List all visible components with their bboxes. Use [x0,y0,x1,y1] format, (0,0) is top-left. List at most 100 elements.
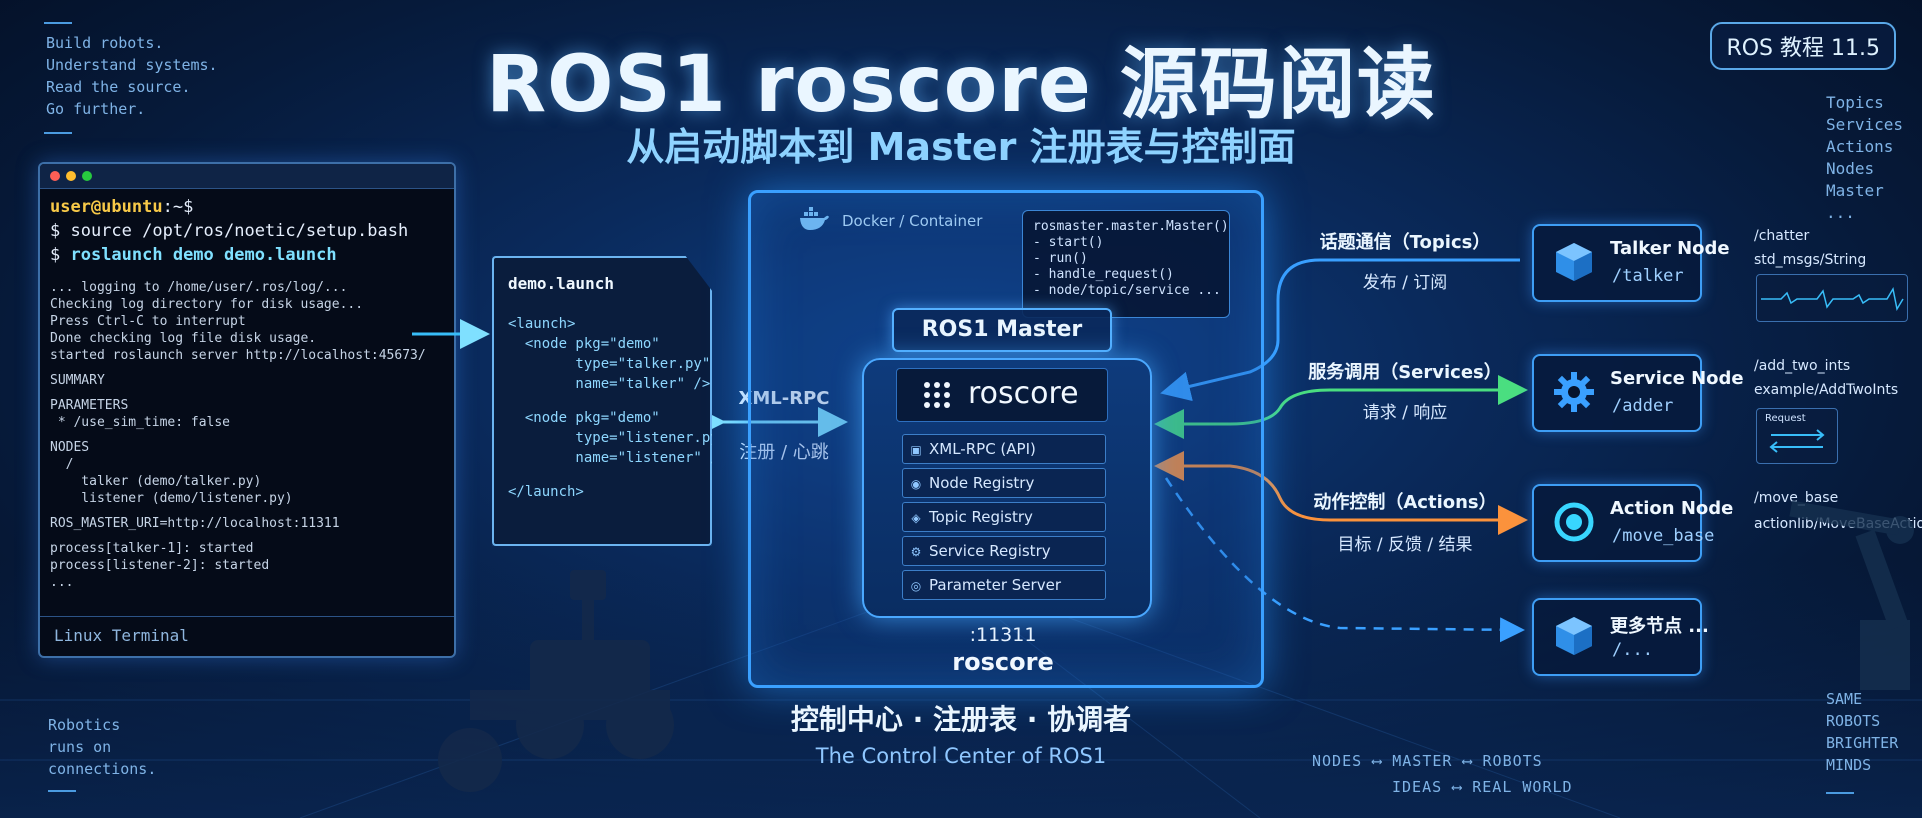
registry-service: ⚙Service Registry [902,536,1106,566]
divider [44,22,72,24]
terminal-output-line: NODES [50,440,90,455]
service-name: /add_two_ints [1754,358,1851,374]
ring-icon [1554,502,1594,542]
note-line: Nodes [1826,159,1875,178]
terminal-output-line: started roslaunch server http://localhos… [50,348,426,363]
actions-sub-label: 目标 / 反馈 / 结果 [1337,535,1473,555]
xmlrpc-label: XML-RPC [738,388,830,409]
launch-code-line: <launch> [508,316,576,332]
ros-master-title: ROS1 Master [892,308,1112,352]
note-line: Services [1826,115,1904,134]
note-line: ROBOTS [1826,712,1881,730]
master-port: :11311 [969,624,1037,646]
master-class-code-box: rosmaster.master.Master()- start()- run(… [1022,210,1230,318]
top-right-notes: Topics Services Actions Nodes Master ... [1826,92,1903,224]
roscore-bottom-label: roscore [952,648,1054,676]
note-line: runs on [48,738,112,756]
request-label: Request [1765,413,1806,424]
more-nodes-card: 更多节点 ... /... [1532,598,1709,676]
top-left-notes: Build robots. Understand systems. Read t… [46,32,218,120]
node-path: /move_base [1612,526,1715,546]
terminal-output-line: ... logging to /home/user/.ros/log/... [50,280,348,295]
terminal-output-line [50,364,444,372]
topics-label: 话题通信（Topics） [1319,232,1491,253]
action-node-card: Action Node /move_base [1532,484,1733,562]
registry-node: ◉Node Registry [902,468,1106,498]
xmlrpc-sub-label: 注册 / 心跳 [739,442,829,463]
service-icon: ⚙ [910,545,922,559]
terminal-output-line: ... [50,575,74,590]
note-line: Go further. [46,100,146,118]
topic-icon: ◈ [911,511,921,525]
node-path: /... [1612,640,1653,660]
registry-xmlrpc-api: ▣XML-RPC (API) [902,434,1106,464]
code-line: - start() [1033,235,1104,250]
services-sub-label: 请求 / 响应 [1362,403,1448,423]
terminal-output-line: listener (demo/listener.py) [50,491,293,506]
registry-label: Topic Registry [929,508,1033,526]
registry-topic: ◈ Topic Registry [902,502,1106,532]
code-line: - run() [1033,251,1088,266]
tutorial-badge: ROS 教程 11.5 [1710,22,1896,70]
command-prefix: $ [50,245,71,265]
docker-label: Docker / Container [842,212,983,230]
docker-whale-icon [798,206,830,232]
parameter-icon: ◎ [910,579,922,593]
topics-sub-label: 发布 / 订阅 [1362,273,1448,293]
terminal-output-line: / [50,457,74,472]
note-line: BRIGHTER [1826,734,1899,752]
launch-code-line: name="talker" /> [508,376,711,392]
terminal-body: user@ubuntu:~$ $ source /opt/ros/noetic/… [40,189,454,591]
node-path: /talker [1612,266,1684,286]
linux-terminal-window: user@ubuntu:~$ $ source /opt/ros/noetic/… [38,162,456,658]
action-name: /move_base [1754,490,1839,506]
terminal-titlebar [40,164,454,189]
terminal-output-line: Press Ctrl-C to interrupt [50,314,246,329]
cube-icon [1556,243,1592,281]
bottom-right-notes: SAME ROBOTS BRIGHTER MINDS [1826,688,1898,776]
command-line: $ source /opt/ros/noetic/setup.bash [50,221,409,241]
terminal-output-line: ROS_MASTER_URI=http://localhost:11311 [50,516,340,531]
close-dot-icon [50,171,60,181]
terminal-output-line: process[listener-2]: started [50,558,270,573]
launch-code-line: name="listener" /> [508,450,728,466]
roscore-header-box [896,368,1108,422]
topic-type: std_msgs/String [1754,252,1867,268]
page-subtitle: 从启动脚本到 Master 注册表与控制面 [626,125,1296,169]
launch-code-line: type="listener.py" [508,430,728,446]
registry-label: Node Registry [929,474,1035,492]
bottom-motto-line-2: IDEAS ⟷ REAL WORLD [1392,778,1573,796]
terminal-footer-label: Linux Terminal [54,626,189,645]
waveform-icon [1761,286,1904,312]
service-type: example/AddTwoInts [1754,382,1899,398]
topic-name: /chatter [1754,228,1810,244]
node-path: /adder [1612,396,1674,416]
terminal-output-line: talker (demo/talker.py) [50,474,262,489]
launch-code: <launch> <node pkg="demo" type="talker.p… [508,314,728,502]
code-line: - node/topic/service ... [1033,283,1221,298]
grid-dots-icon [922,380,952,410]
launch-code-line [508,468,712,482]
roscore-title: roscore [968,376,1079,411]
robot-arm-silhouette [1789,500,1914,690]
bottom-motto-line-1: NODES ⟷ MASTER ⟷ ROBOTS [1312,752,1543,770]
note-line: Actions [1826,137,1894,156]
actions-label: 动作控制（Actions） [1313,492,1497,513]
terminal-output: ... logging to /home/user/.ros/log/... Ch… [50,279,444,591]
terminal-output-line: process[talker-1]: started [50,541,254,556]
terminal-output-line [50,431,444,439]
services-label: 服务调用（Services） [1308,362,1502,383]
registry-label: Parameter Server [929,576,1061,594]
bottom-left-notes: Robotics runs on connections. [48,714,156,780]
node-name: Service Node [1610,368,1744,389]
registry-label: XML-RPC (API) [929,440,1036,458]
registry-parameter-server: ◎ Parameter Server [902,570,1106,600]
code-lines: rosmaster.master.Master()- start()- run(… [1023,211,1229,307]
launch-code-line: <node pkg="demo" [508,336,660,352]
node-name: Talker Node [1610,238,1730,259]
prompt-user: user@ubuntu [50,197,163,217]
terminal-output-line: Checking log directory for disk usage... [50,297,364,312]
exchange-arrows-icon [1769,429,1825,453]
divider [44,132,72,134]
note-line: Master [1826,181,1884,200]
